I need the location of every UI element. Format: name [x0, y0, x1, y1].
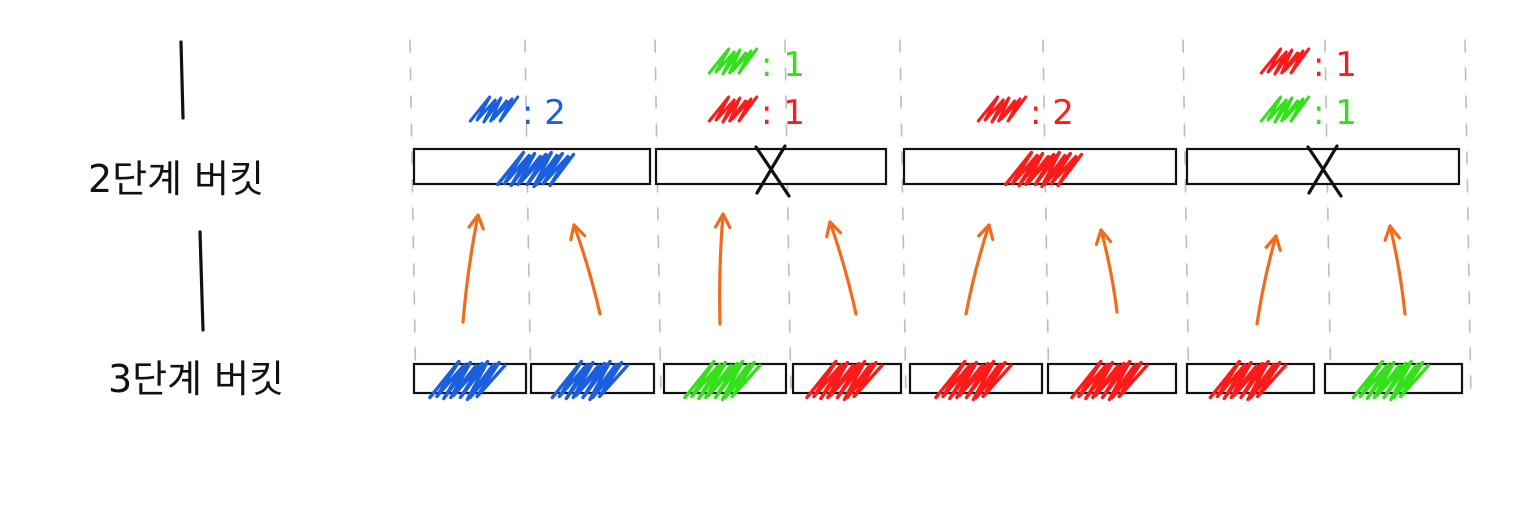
- level-divider-top: [179, 40, 185, 120]
- level2-bucket: : 2: [902, 93, 1178, 189]
- bucket-count: : 1: [707, 45, 805, 85]
- arrow-up-icon: [1094, 228, 1119, 314]
- bucket-arrows: [461, 212, 1407, 326]
- scribble-icon: [496, 150, 576, 189]
- arrow-up-icon: [1255, 234, 1282, 326]
- scribble-icon: [550, 359, 630, 402]
- level3-bucket: [662, 359, 788, 402]
- level3-bucket: [1185, 359, 1316, 402]
- scribble-icon: [934, 359, 1013, 402]
- level3-bucket: [412, 359, 528, 402]
- guide-line: [1182, 39, 1190, 401]
- guide-line: [1464, 39, 1472, 401]
- bucket-count: : 1: [707, 93, 805, 133]
- scribble-icon: [1259, 47, 1311, 76]
- scribble-icon: [1208, 359, 1288, 402]
- level2-bucket: : 1: 1: [1185, 45, 1461, 198]
- level-divider-bottom: [198, 230, 205, 332]
- scribble-icon: [805, 359, 884, 402]
- scribble-icon: [1004, 150, 1084, 189]
- guide-line: [524, 39, 532, 401]
- arrow-up-icon: [1383, 224, 1407, 316]
- scribble-icon: [1070, 359, 1149, 402]
- level2-buckets: : 2: 1: 1: 2: 1: 1: [412, 45, 1461, 198]
- guide-lines: [409, 39, 1472, 401]
- level3-bucket: [791, 359, 903, 402]
- scribble-icon: [707, 95, 759, 124]
- scribble-icon: [707, 47, 759, 76]
- scribble-icon: [468, 95, 520, 124]
- level2-bucket: : 2: [412, 93, 652, 189]
- bucket-count: : 2: [468, 93, 566, 133]
- bucket-count-text: : 1: [761, 45, 805, 85]
- level3-label: 3단계 버킷: [108, 357, 284, 401]
- level3-bucket: [529, 359, 656, 402]
- bucket-count-text: : 1: [761, 93, 805, 133]
- bucket-count: : 1: [1259, 93, 1357, 133]
- scribble-icon: [428, 359, 507, 402]
- scribble-icon: [683, 359, 762, 402]
- guide-line: [654, 39, 662, 401]
- scribble-icon: [1259, 95, 1311, 124]
- x-mark-icon: [754, 144, 791, 198]
- arrow-up-icon: [569, 223, 602, 316]
- bucket-count-text: : 1: [1313, 93, 1357, 133]
- level2-bucket: : 1: 1: [654, 45, 888, 198]
- guide-line: [1042, 39, 1050, 401]
- bucket-count-text: : 1: [1313, 45, 1357, 85]
- guide-line: [409, 39, 417, 401]
- arrow-up-icon: [713, 212, 732, 326]
- level3-bucket-box: [908, 362, 1044, 395]
- scribble-icon: [976, 95, 1028, 124]
- arrow-up-icon: [825, 220, 858, 316]
- x-mark-icon: [1306, 144, 1343, 198]
- level2-label: 2단계 버킷: [88, 157, 264, 201]
- arrow-up-icon: [461, 213, 485, 324]
- bucket-count: : 2: [976, 93, 1074, 133]
- arrow-up-icon: [964, 223, 995, 316]
- guide-line: [1324, 39, 1332, 401]
- level3-bucket: [1046, 359, 1178, 402]
- level3-buckets: [412, 359, 1464, 402]
- level3-bucket: [1323, 359, 1464, 402]
- bucket-count-text: : 2: [1030, 93, 1074, 133]
- bucket-count-text: : 2: [522, 93, 566, 133]
- level3-bucket: [908, 359, 1044, 402]
- bucket-count: : 1: [1259, 45, 1357, 85]
- guide-line: [899, 39, 907, 401]
- guide-line: [784, 39, 792, 401]
- scribble-icon: [1351, 359, 1431, 402]
